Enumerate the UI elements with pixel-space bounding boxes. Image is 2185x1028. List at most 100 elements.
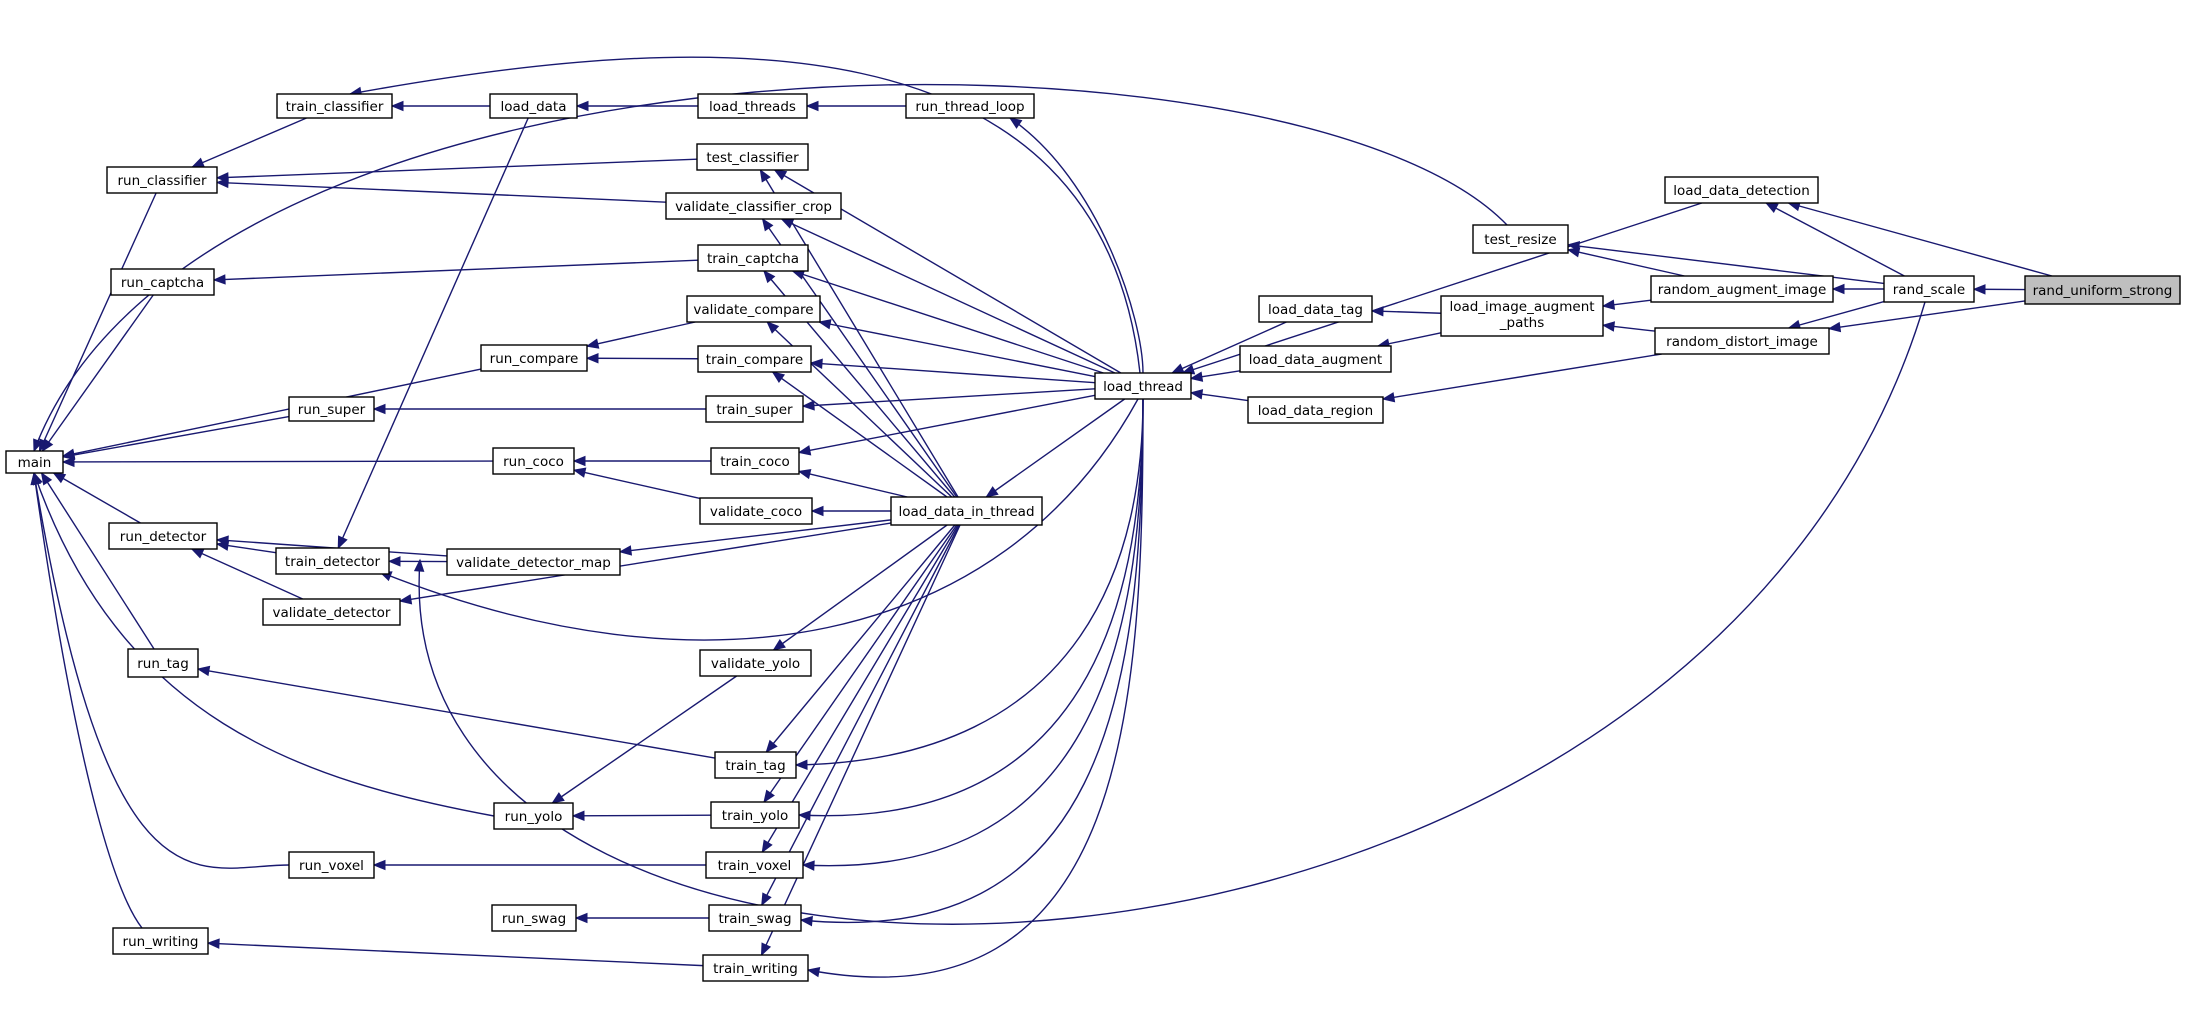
node-box (493, 802, 574, 830)
edge-line (795, 398, 1144, 766)
node-run-tag[interactable]: run_tag (127, 648, 199, 678)
node-validate-yolo[interactable]: validate_yolo (699, 649, 812, 677)
edge-line (792, 270, 1104, 374)
edge-line (551, 675, 738, 804)
edge-run_classifier-to-test_classifier (215, 158, 698, 183)
arrowhead-icon (985, 486, 999, 498)
arrowhead-icon (52, 472, 67, 484)
edge-line (191, 548, 303, 600)
node-load-data-region[interactable]: load_data_region (1247, 396, 1384, 424)
node-load-data[interactable]: load_data (489, 93, 578, 119)
node-load-data-in-thread[interactable]: load_data_in_thread (890, 496, 1043, 526)
node-random-augment-image[interactable]: random_augment_image (1650, 275, 1834, 303)
edge-run_voxel-to-train_voxel (372, 859, 706, 871)
arrowhead-icon (372, 403, 386, 415)
node-train-detector[interactable]: train_detector (275, 547, 390, 575)
node-label: random_distort_image (1666, 334, 1818, 350)
node-load-thread[interactable]: load_thread (1094, 372, 1192, 400)
edge-run_captcha-to-train_captcha (212, 259, 699, 285)
node-load-data-augment[interactable]: load_data_augment (1239, 345, 1392, 373)
node-load-data-tag[interactable]: load_data_tag (1258, 295, 1373, 323)
node-run-compare[interactable]: run_compare (480, 344, 588, 372)
edge-load_image_augment_paths-to-random_augment_image (1601, 299, 1652, 310)
node-label: rand_uniform_strong (2033, 283, 2173, 299)
node-train-tag[interactable]: train_tag (714, 751, 797, 779)
node-box (665, 192, 842, 220)
node-label: run_detector (120, 529, 207, 545)
node-run-thread-loop[interactable]: run_thread_loop (905, 93, 1035, 119)
node-run-swag[interactable]: run_swag (491, 904, 577, 932)
edge-line (216, 181, 667, 203)
node-label: validate_coco (710, 504, 802, 520)
node-train-voxel[interactable]: train_voxel (705, 851, 804, 879)
node-run-voxel[interactable]: run_voxel (288, 851, 375, 879)
node-test-resize[interactable]: test_resize (1472, 224, 1569, 254)
node-test-classifier[interactable]: test_classifier (696, 143, 809, 171)
node-train-captcha[interactable]: train_captcha (697, 244, 809, 272)
edge-line (1009, 117, 1144, 374)
edge-test_resize-to-random_augment_image (1566, 247, 1685, 277)
edge-line (772, 371, 948, 498)
arrowhead-icon (30, 471, 41, 486)
node-box (1650, 275, 1834, 303)
node-train-super[interactable]: train_super (705, 395, 804, 423)
node-load-data-detection[interactable]: load_data_detection (1664, 176, 1819, 204)
node-main[interactable]: main (5, 450, 64, 474)
arrowhead-icon (372, 859, 386, 871)
edge-train_tag-to-load_data_in_thread (765, 524, 956, 754)
node-load-threads[interactable]: load_threads (697, 93, 808, 119)
node-box (2024, 275, 2181, 305)
edge-line (760, 524, 961, 956)
arrowhead-icon (1566, 247, 1581, 258)
node-run-detector[interactable]: run_detector (108, 522, 218, 550)
node-run-yolo[interactable]: run_yolo (493, 802, 574, 830)
edge-line (761, 524, 959, 853)
edge-main-to-run_classifier (38, 192, 157, 453)
edge-load_data_detection-to-rand_scale (1764, 202, 1905, 277)
node-box (708, 904, 802, 932)
node-validate-compare[interactable]: validate_compare (686, 295, 821, 323)
edge-line (399, 522, 892, 602)
edge-train_tag-to-load_thread (794, 398, 1144, 771)
arrowhead-icon (761, 892, 772, 907)
node-train-coco[interactable]: train_coco (710, 447, 800, 475)
edge-line (62, 460, 494, 463)
node-box (446, 548, 621, 576)
edge-line (773, 524, 948, 651)
node-rand-scale[interactable]: rand_scale (1883, 275, 1975, 303)
node-train-yolo[interactable]: train_yolo (710, 801, 800, 829)
node-run-writing[interactable]: run_writing (112, 927, 209, 955)
edge-train_detector-to-rand_scale (413, 301, 1926, 925)
edge-line (337, 117, 529, 549)
arrowhead-icon (766, 321, 780, 334)
node-validate-detector[interactable]: validate_detector (262, 598, 401, 626)
node-run-classifier[interactable]: run_classifier (106, 166, 218, 194)
node-train-compare[interactable]: train_compare (697, 345, 812, 373)
node-run-super[interactable]: run_super (288, 396, 375, 422)
node-validate-classifier-crop[interactable]: validate_classifier_crop (665, 192, 842, 220)
node-validate-coco[interactable]: validate_coco (699, 497, 813, 525)
node-random-distort-image[interactable]: random_distort_image (1654, 327, 1830, 355)
edge-load_data_detection-to-rand_uniform_strong (1787, 201, 2053, 277)
node-run-captcha[interactable]: run_captcha (110, 268, 215, 296)
node-train-classifier[interactable]: train_classifier (276, 93, 393, 119)
node-load-image-augment-paths[interactable]: load_image_augment_paths (1440, 295, 1604, 337)
arrowhead-icon (387, 556, 401, 567)
edge-run_thread_loop-to-load_thread (1008, 117, 1144, 374)
arrowhead-icon (1601, 321, 1616, 332)
node-label: run_yolo (505, 809, 563, 825)
node-train-swag[interactable]: train_swag (708, 904, 802, 932)
node-run-coco[interactable]: run_coco (492, 447, 575, 475)
node-validate-detector-map[interactable]: validate_detector_map (446, 548, 621, 576)
node-train-writing[interactable]: train_writing (702, 954, 809, 982)
arrowhead-icon (759, 168, 771, 183)
node-box (890, 496, 1043, 526)
node-label: run_writing (123, 934, 199, 950)
edge-line (379, 398, 1139, 641)
arrowhead-icon (765, 739, 778, 754)
arrowhead-icon (551, 792, 565, 804)
edge-run_tag-to-train_tag (196, 665, 716, 759)
arrowhead-icon (61, 456, 75, 468)
node-rand-uniform-strong[interactable]: rand_uniform_strong (2024, 275, 2181, 305)
edge-random_augment_image-to-rand_scale (1831, 283, 1884, 295)
